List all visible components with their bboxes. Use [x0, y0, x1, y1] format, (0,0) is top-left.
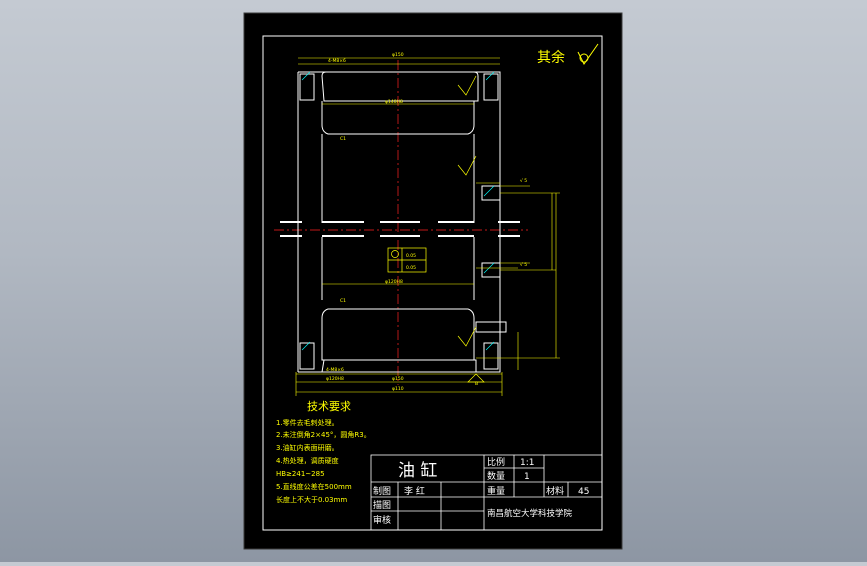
- school-name: 南昌航空大学科技学院: [487, 508, 573, 519]
- traced-label: 描图: [373, 499, 391, 511]
- drawing-sheet: [243, 12, 623, 550]
- tech-title: 技术要求: [307, 400, 351, 413]
- dim-datum: B: [475, 381, 478, 387]
- cylinder-body: [280, 71, 520, 373]
- dim-bottom-bore: φ120H8: [326, 376, 344, 382]
- drawn-label: 制图: [373, 485, 391, 497]
- dim-chamfer-top: C1: [340, 136, 346, 142]
- scale-label: 比例: [487, 456, 505, 468]
- material-label: 材料: [546, 485, 564, 497]
- dim-gdt-2: 0.05: [406, 265, 416, 271]
- material-value: 45: [578, 487, 589, 497]
- tech-line-1: 1.零件去毛刺处理。: [276, 418, 339, 427]
- tech-line-4: 4.热处理，调质硬度: [276, 456, 339, 465]
- roughness-note: 其余: [537, 49, 565, 66]
- scale-value: 1:1: [520, 458, 534, 468]
- dim-mid-bore: φ120H8: [385, 279, 403, 285]
- weight-label: 重量: [487, 485, 505, 497]
- gdt-frame: [387, 247, 427, 273]
- dim-bottom-thread: 4-M8×6: [326, 367, 344, 373]
- dim-chamfer-bottom: C1: [340, 298, 346, 304]
- qty-label: 数量: [487, 470, 505, 482]
- tech-requirements: 技术要求 1.零件去毛刺处理。 2.未注倒角2×45°，圆角R3。 3.油缸内表…: [276, 400, 371, 504]
- dim-top-bore: φ140H8: [385, 99, 403, 105]
- dim-top-thread: 4-M8×6: [328, 58, 346, 64]
- title-block: 油 缸 比例 1:1 数量 1 重量 材料 45 制图 李 红 描图 审核 南昌…: [370, 454, 603, 531]
- roughness-note-symbol: [577, 43, 599, 65]
- dim-top-od: φ150: [392, 52, 404, 58]
- tech-line-3: 3.油缸内表面研磨。: [276, 443, 339, 452]
- qty-value: 1: [524, 472, 530, 482]
- dimension-lines: [295, 57, 560, 396]
- tech-line-6: 5.直线度公差在500mm: [276, 482, 352, 491]
- tech-line-5: HB≥241~285: [276, 470, 325, 478]
- dim-bottom-od2: φ110: [392, 386, 404, 392]
- dim-gdt-1: 0.05: [406, 253, 416, 259]
- checked-label: 审核: [373, 514, 391, 526]
- tech-line-7: 长度上不大于0.03mm: [276, 495, 347, 504]
- dim-bottom-od: φ150: [392, 376, 404, 382]
- dim-port-mid: √ 5: [520, 262, 527, 268]
- dimension-labels: φ150 4-M8×6 φ140H8 φ120H8 4-M8×6 φ120H8 …: [326, 52, 527, 392]
- tech-line-2: 2.未注倒角2×45°，圆角R3。: [276, 430, 371, 439]
- dim-port-top: √ 5: [520, 178, 527, 184]
- part-name: 油 缸: [398, 460, 437, 481]
- drawn-value: 李 红: [404, 485, 425, 497]
- roughness-symbols: [457, 75, 485, 383]
